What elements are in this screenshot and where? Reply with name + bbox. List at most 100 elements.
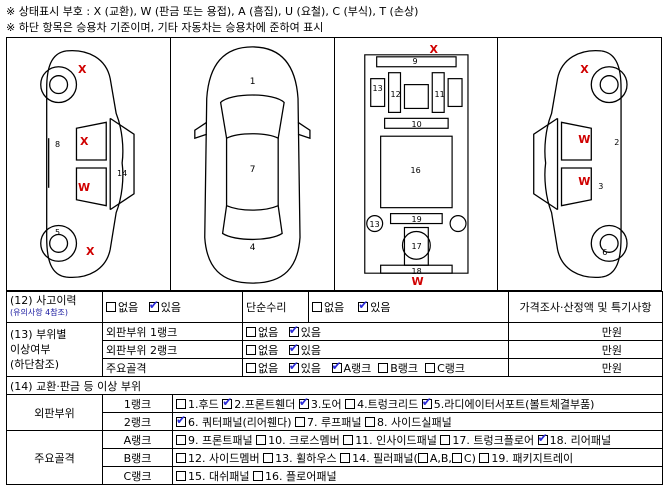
- left-side-view: X X W X 8 14 5: [7, 38, 171, 290]
- under-mark-x: X: [429, 43, 438, 56]
- row-outer-rank2: 외판부위 2랭크 없음 ✔있음 만원: [7, 340, 663, 359]
- left-mark-4: X: [86, 245, 95, 258]
- floor-panel-checkbox[interactable]: [252, 470, 263, 481]
- part-status-label-2: 이상여부: [10, 343, 51, 356]
- repair-yes-checkbox[interactable]: ✔: [358, 298, 369, 312]
- pillar-close: ): [471, 451, 476, 465]
- check-icon: ✔: [537, 430, 548, 445]
- pillar-a-checkbox[interactable]: [417, 452, 428, 463]
- door-checkbox[interactable]: ✔: [298, 394, 309, 409]
- top-num-4: 4: [249, 243, 256, 253]
- under-num-13b: 13: [369, 220, 380, 229]
- rank2-no-checkbox[interactable]: [246, 344, 256, 355]
- parts-rankB-label: B랭크: [102, 448, 173, 467]
- row-rankB-parts: B랭크 12. 사이드멤버 13. 휠하우스 14. 필러패널(A,B,C) 1…: [7, 448, 663, 467]
- hood-checkbox[interactable]: [176, 398, 186, 409]
- pillar-c-checkbox[interactable]: [451, 452, 462, 463]
- package-tray-checkbox[interactable]: [479, 452, 490, 463]
- side-member-checkbox[interactable]: [176, 452, 186, 463]
- right-side-outline: [533, 50, 628, 278]
- roof-panel-checkbox[interactable]: [295, 416, 306, 427]
- check-icon: ✔: [148, 298, 159, 312]
- parts-rankC-label: C랭크: [102, 466, 173, 485]
- check-icon: ✔: [421, 394, 432, 409]
- under-num-12: 12: [390, 90, 401, 99]
- replaced-parts-label: (14) 교환·판금 등 이상 부위: [6, 376, 663, 395]
- frame-yes-checkbox[interactable]: ✔: [288, 360, 299, 373]
- rank-c-label: C랭크: [437, 361, 465, 375]
- trunk-floor-checkbox[interactable]: [440, 434, 451, 445]
- row-outer-rank1: (13) 부위별 이상여부 (하단참조) 외판부위 1랭크 없음 ✔있음 만원: [6, 322, 663, 377]
- side-sill-checkbox[interactable]: [365, 416, 376, 427]
- rank1-yes-label: 있음: [300, 325, 321, 339]
- accident-no-checkbox[interactable]: [106, 302, 116, 312]
- check-icon: ✔: [288, 340, 299, 355]
- cross-member-label: 10. 크로스멤버: [268, 433, 340, 447]
- repair-no-label: 없음: [324, 301, 345, 314]
- row-rankC-parts: C랭크 15. 대쉬패널 16. 플로어패널: [7, 466, 663, 485]
- check-icon: ✔: [298, 394, 309, 409]
- under-num-11: 11: [434, 90, 445, 99]
- dash-panel-checkbox[interactable]: [176, 470, 186, 481]
- front-panel-checkbox[interactable]: [176, 434, 186, 445]
- simple-repair-label: 단순수리: [242, 291, 309, 323]
- rear-panel-checkbox[interactable]: ✔: [537, 430, 548, 445]
- frame-no-label: 없음: [258, 361, 279, 375]
- trunk-lid-checkbox[interactable]: [345, 398, 356, 409]
- row-accident-history: (12) 사고이력 (유의사항 4참조) 없음 ✔있음 단순수리 없음 ✔있음 …: [6, 291, 663, 323]
- radiator-support-label: 5.라디에이터서포트(볼트체결부품): [433, 397, 595, 411]
- rank1-yes-checkbox[interactable]: ✔: [288, 324, 299, 337]
- rank-c-checkbox[interactable]: [425, 362, 436, 373]
- under-num-17: 17: [411, 242, 422, 251]
- inspection-table: (12) 사고이력 (유의사항 4참조) 없음 ✔있음 단순수리 없음 ✔있음 …: [6, 291, 663, 485]
- quarter-panel-checkbox[interactable]: ✔: [176, 412, 187, 427]
- rank1-no-checkbox[interactable]: [246, 326, 256, 337]
- trunk-floor-label: 17. 트렁크플로어: [452, 433, 535, 447]
- roof-panel-label: 7. 루프패널: [307, 415, 362, 429]
- front-fender-checkbox[interactable]: ✔: [222, 394, 233, 409]
- cross-member-checkbox[interactable]: [256, 434, 267, 445]
- inside-panel-checkbox[interactable]: [343, 434, 354, 445]
- row-main-frame: 주요골격 없음 ✔있음 ✔A랭크 B랭크 C랭크 만원: [7, 358, 663, 377]
- check-icon: ✔: [176, 412, 187, 427]
- rank1-amount-unit: 만원: [508, 322, 663, 341]
- main-frame-label: 주요골격: [102, 358, 243, 377]
- part-status-label: (13) 부위별: [10, 328, 67, 341]
- frame-amount-unit: 만원: [508, 358, 663, 377]
- pillar-b-label: B: [440, 451, 449, 465]
- under-num-10: 10: [411, 120, 422, 129]
- frame-no-checkbox[interactable]: [246, 362, 256, 373]
- rank-b-checkbox[interactable]: [378, 362, 389, 373]
- row-rank2-parts: 2랭크 ✔6. 쿼터패널(리어휀다) 7. 루프패널 8. 사이드실패널: [7, 412, 663, 431]
- pillar-panel-checkbox[interactable]: [340, 452, 351, 463]
- rank-a-checkbox[interactable]: ✔: [331, 360, 342, 373]
- under-mark-w: W: [411, 275, 424, 288]
- under-num-9: 9: [412, 57, 418, 66]
- radiator-support-checkbox[interactable]: ✔: [421, 394, 432, 409]
- accident-yes-checkbox[interactable]: ✔: [148, 298, 159, 312]
- repair-no-checkbox[interactable]: [312, 302, 322, 312]
- right-mark-w2: W: [578, 175, 591, 188]
- rank-a-label: A랭크: [343, 361, 372, 375]
- check-icon: ✔: [222, 394, 233, 409]
- pillar-c-label: C: [463, 451, 472, 465]
- right-num-6: 6: [602, 248, 608, 257]
- right-num-3: 3: [598, 182, 604, 191]
- rank2-yes-checkbox[interactable]: ✔: [288, 340, 299, 355]
- pillar-sep-1: ,: [437, 451, 441, 465]
- underbody-view: 9 13 12 11 10 16 19 13 17 18 X W: [335, 38, 499, 290]
- check-icon: ✔: [358, 298, 369, 312]
- row-rank1-parts: 외판부위 1랭크 1.후드 ✔2.프론트휀더 ✔3.도어 4.트렁크리드 ✔5.…: [6, 394, 663, 431]
- pillar-a-label: A: [429, 451, 438, 465]
- rank1-no-label: 없음: [258, 325, 279, 339]
- legend-symbols: ※ 상태표시 부호 : X (교환), W (판금 또는 용접), A (흠집)…: [6, 5, 419, 18]
- repair-yes-label: 있음: [370, 301, 391, 314]
- legend-note: ※ 하단 항목은 승용차 기준이며, 기타 자동차는 승용차에 준하여 표시: [6, 21, 324, 34]
- right-side-view: X W W 2 3 6: [498, 38, 661, 290]
- dash-panel-label: 15. 대쉬패널: [188, 469, 250, 483]
- wheel-house-checkbox[interactable]: [263, 452, 274, 463]
- under-num-18: 18: [411, 267, 422, 276]
- package-tray-label: 19. 패키지트레이: [491, 451, 574, 465]
- car-diagram: X X W X 8 14 5 1 7 4: [6, 37, 662, 291]
- left-num-8: 8: [55, 140, 61, 149]
